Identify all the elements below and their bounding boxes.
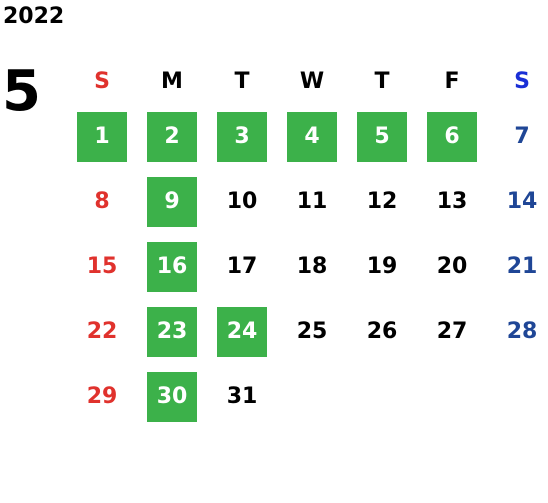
highlighted-date-cell[interactable]: 23 bbox=[147, 306, 197, 357]
highlighted-date-cell[interactable]: 3 bbox=[217, 111, 267, 162]
date-cell[interactable]: 31 bbox=[226, 384, 258, 409]
date-cell[interactable]: 18 bbox=[296, 254, 328, 279]
highlighted-date-cell[interactable]: 4 bbox=[287, 111, 337, 162]
weekday-thursday: T bbox=[374, 68, 390, 94]
weekday-header-row: S M T W T F S bbox=[67, 58, 548, 104]
date-cell[interactable]: 15 bbox=[86, 254, 118, 279]
highlighted-date-cell[interactable]: 16 bbox=[147, 241, 197, 292]
weekday-tuesday: T bbox=[234, 68, 250, 94]
highlighted-date-cell[interactable]: 1 bbox=[77, 111, 127, 162]
date-cell[interactable]: 11 bbox=[296, 189, 328, 214]
date-cell[interactable]: 17 bbox=[226, 254, 258, 279]
empty-date-cell bbox=[287, 372, 337, 422]
date-cell[interactable]: 14 bbox=[506, 189, 538, 214]
week-row: 8 9 10 11 12 13 14 bbox=[67, 169, 548, 234]
date-cell[interactable]: 22 bbox=[86, 319, 118, 344]
highlighted-date-cell[interactable]: 5 bbox=[357, 111, 407, 162]
empty-date-cell bbox=[357, 372, 407, 422]
weekday-monday: M bbox=[161, 68, 183, 94]
highlighted-date-cell[interactable]: 9 bbox=[147, 176, 197, 227]
date-cell[interactable]: 26 bbox=[366, 319, 398, 344]
date-cell[interactable]: 21 bbox=[506, 254, 538, 279]
date-cell[interactable]: 8 bbox=[94, 189, 110, 214]
date-cell[interactable]: 10 bbox=[226, 189, 258, 214]
date-cell[interactable]: 27 bbox=[436, 319, 468, 344]
empty-date-cell bbox=[427, 372, 477, 422]
weekday-sunday: S bbox=[94, 68, 110, 94]
week-row: 15 16 17 18 19 20 21 bbox=[67, 234, 548, 299]
date-cell[interactable]: 29 bbox=[86, 384, 118, 409]
date-cell[interactable]: 13 bbox=[436, 189, 468, 214]
date-cell[interactable]: 28 bbox=[506, 319, 538, 344]
empty-date-cell bbox=[497, 372, 547, 422]
highlighted-date-cell[interactable]: 6 bbox=[427, 111, 477, 162]
weekday-saturday: S bbox=[514, 68, 530, 94]
date-cell[interactable]: 25 bbox=[296, 319, 328, 344]
week-row: 29 30 31 bbox=[67, 364, 548, 429]
week-row: 22 23 24 25 26 27 28 bbox=[67, 299, 548, 364]
month-number: 5 bbox=[2, 59, 41, 124]
date-cell[interactable]: 7 bbox=[514, 124, 530, 149]
weekday-friday: F bbox=[444, 68, 460, 94]
highlighted-date-cell[interactable]: 2 bbox=[147, 111, 197, 162]
weekday-wednesday: W bbox=[299, 68, 325, 94]
highlighted-date-cell[interactable]: 30 bbox=[147, 371, 197, 422]
highlighted-date-cell[interactable]: 24 bbox=[217, 306, 267, 357]
date-cell[interactable]: 20 bbox=[436, 254, 468, 279]
date-cell[interactable]: 12 bbox=[366, 189, 398, 214]
year-label: 2022 bbox=[3, 4, 65, 29]
date-cell[interactable]: 19 bbox=[366, 254, 398, 279]
